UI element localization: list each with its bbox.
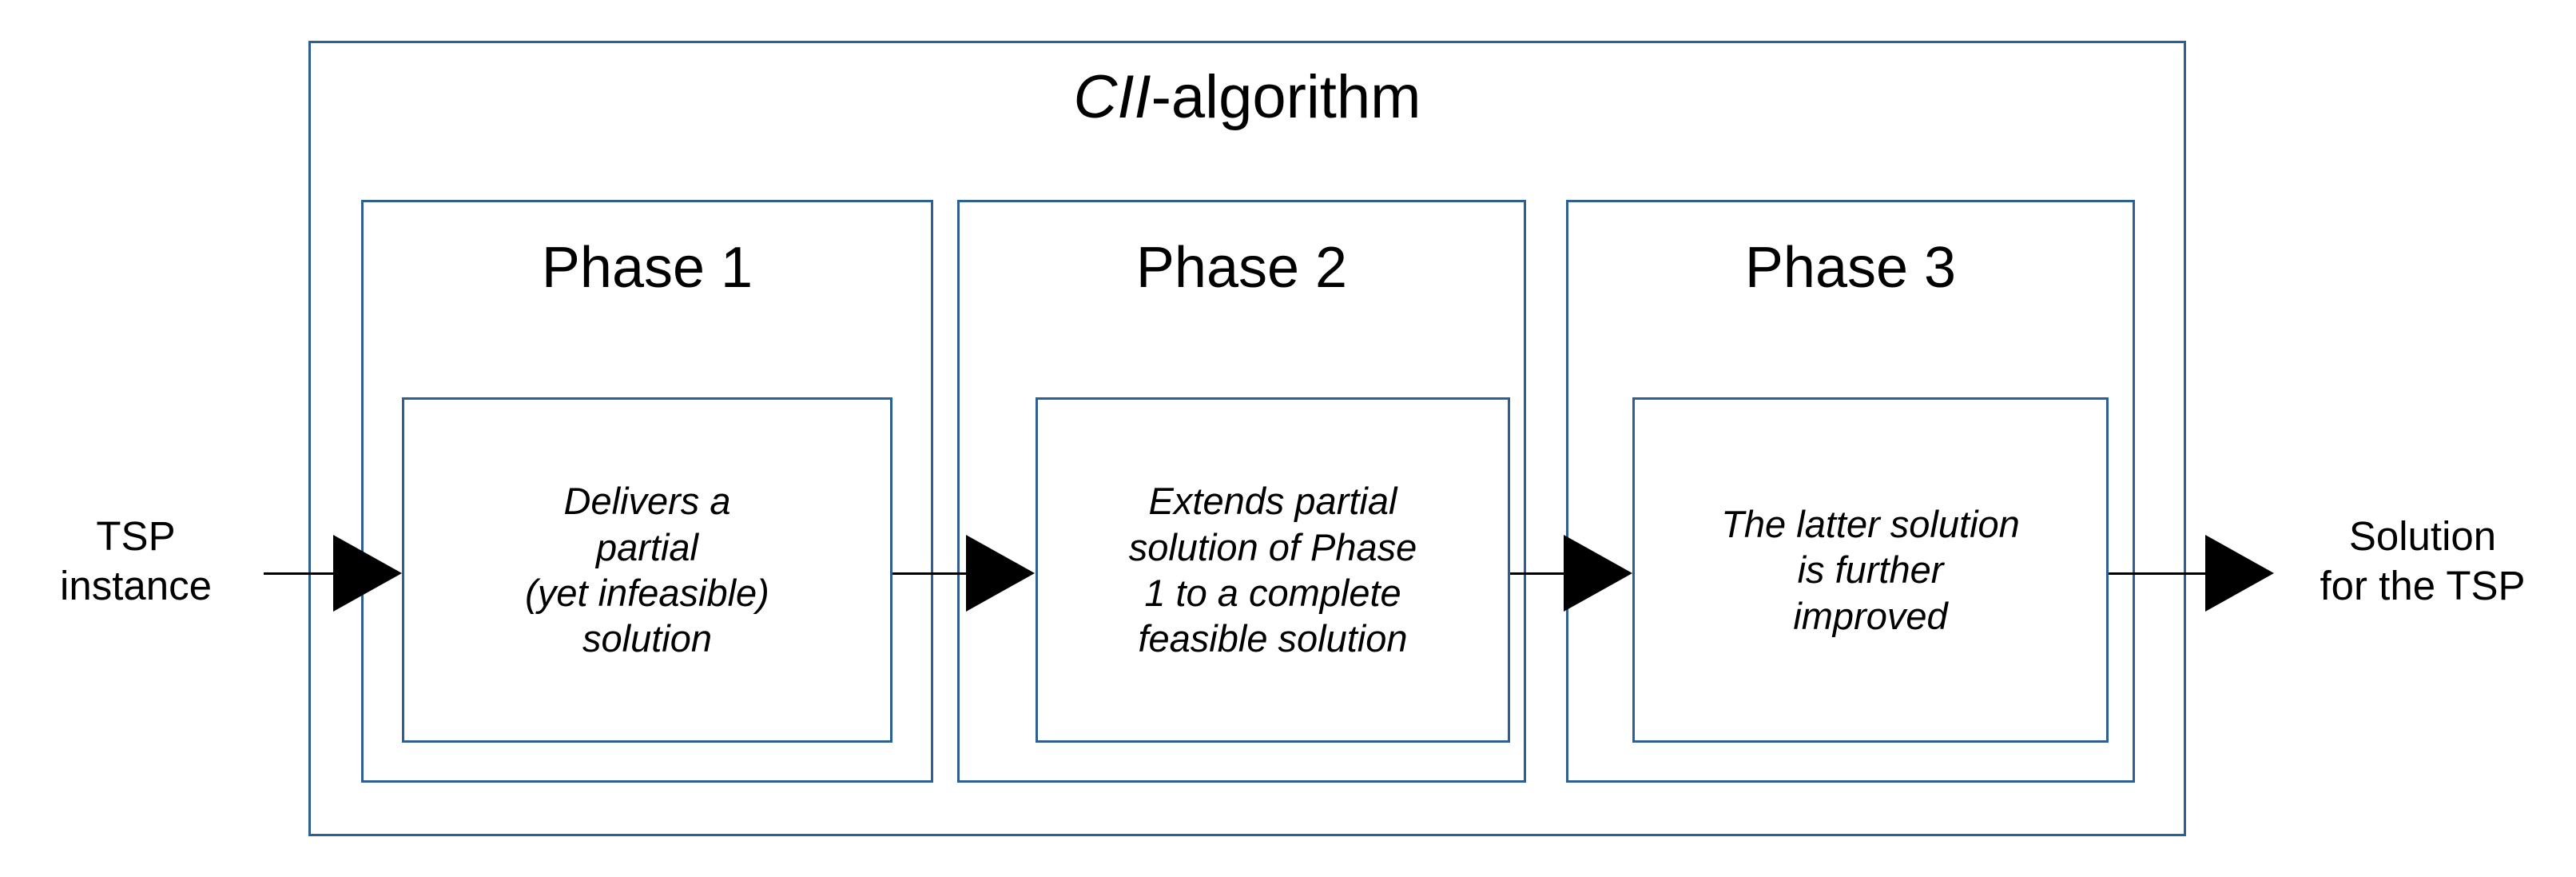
phase-box-3: Phase 3 <box>1566 200 2135 783</box>
phase-3-description-text: The latter solution is further improved <box>1721 503 2020 637</box>
phase-2-title: Phase 2 <box>1135 236 1348 300</box>
connector-phase-1-to-phase-2-line <box>892 572 968 575</box>
phase-2-description-box: Extends partial solution of Phase 1 to a… <box>1036 397 1510 743</box>
phase-1-description-text: Delivers a partial (yet infeasible) solu… <box>525 480 769 660</box>
phase-1-description-box: Delivers a partial (yet infeasible) solu… <box>402 397 892 743</box>
algorithm-frame <box>308 41 2186 836</box>
phase-box-1: Phase 1 <box>361 200 933 783</box>
connector-phase-2-to-phase-3-line <box>1510 572 1572 575</box>
arrow-icon-phase-3-to-output <box>2205 535 2274 612</box>
output-label: Solution for the TSP <box>2320 513 2526 609</box>
algorithm-title-suffix: -algorithm <box>1151 63 1421 131</box>
phase-3-description-box: The latter solution is further improved <box>1632 397 2109 743</box>
phase-2-description-text: Extends partial solution of Phase 1 to a… <box>1128 480 1417 660</box>
arrow-icon-phase-2-to-phase-3 <box>1564 535 1632 612</box>
algorithm-title: CII-algorithm <box>308 67 2186 128</box>
phase-3-title: Phase 3 <box>1744 236 1957 300</box>
phase-1-title: Phase 1 <box>541 236 753 300</box>
connector-input-to-phase-1-line <box>264 572 339 575</box>
phase-box-2: Phase 2 <box>957 200 1526 783</box>
algorithm-title-emphasis: CII <box>1073 63 1151 131</box>
input-label: TSP instance <box>60 513 212 609</box>
connector-phase-3-to-output-line <box>2109 572 2210 575</box>
arrow-icon-phase-1-to-phase-2 <box>966 535 1035 612</box>
arrow-icon-input-to-phase-1 <box>333 535 402 612</box>
